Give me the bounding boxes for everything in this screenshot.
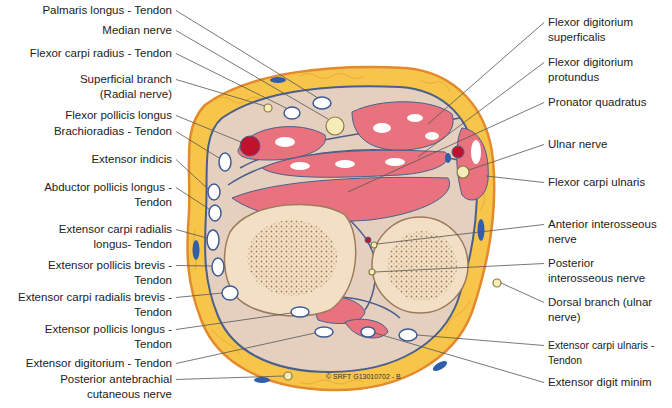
part-label: Flexor carpi ulnaris xyxy=(548,175,645,190)
part-label: Extensor indicis xyxy=(91,152,172,167)
part-label: Median nerve xyxy=(102,23,172,38)
copyright-note: © SRFT G13010702 - B xyxy=(326,372,401,381)
part-label: Posterior interosseous nerve xyxy=(548,256,658,286)
part-label: Extensor pollicis longus - Tendon xyxy=(32,322,172,352)
part-label: Ulnar nerve xyxy=(548,137,607,152)
part-label: Brachioradias - Tendon xyxy=(54,124,172,139)
part-label: Posterior antebrachial cutaneous nerve xyxy=(32,372,172,402)
part-label: Dorsal branch (ulnar nerve) xyxy=(548,295,658,325)
part-label: Anterior interosseous nerve xyxy=(548,217,658,247)
part-label: Flexor digitorium protundus xyxy=(548,55,668,85)
part-label: Pronator quadratus xyxy=(548,95,646,110)
part-label: Flexor digitorium superficalis xyxy=(548,15,668,45)
part-label: Extensor pollicis brevis - Tendon xyxy=(32,258,172,288)
part-label: Extensor carpi ulnaris - Tendon xyxy=(548,338,672,368)
part-label: Extensor carpi radialis longus- Tendon xyxy=(22,222,172,252)
part-label: Flexor carpi radius - Tendon xyxy=(30,46,172,61)
part-label: Extensor carpi radialis brevis - Tendon xyxy=(7,290,172,320)
part-label: Superficial branch (Radial nerve) xyxy=(54,72,172,102)
part-label: Flexor pollicis longus xyxy=(65,108,172,123)
part-label: Abductor pollicis longus - Tendon xyxy=(32,180,172,210)
part-label: Extensor digit minim xyxy=(548,375,652,390)
part-label: Extensor digitorium - Tendon xyxy=(26,356,172,371)
part-label: Palmaris longus - Tendon xyxy=(42,3,172,18)
